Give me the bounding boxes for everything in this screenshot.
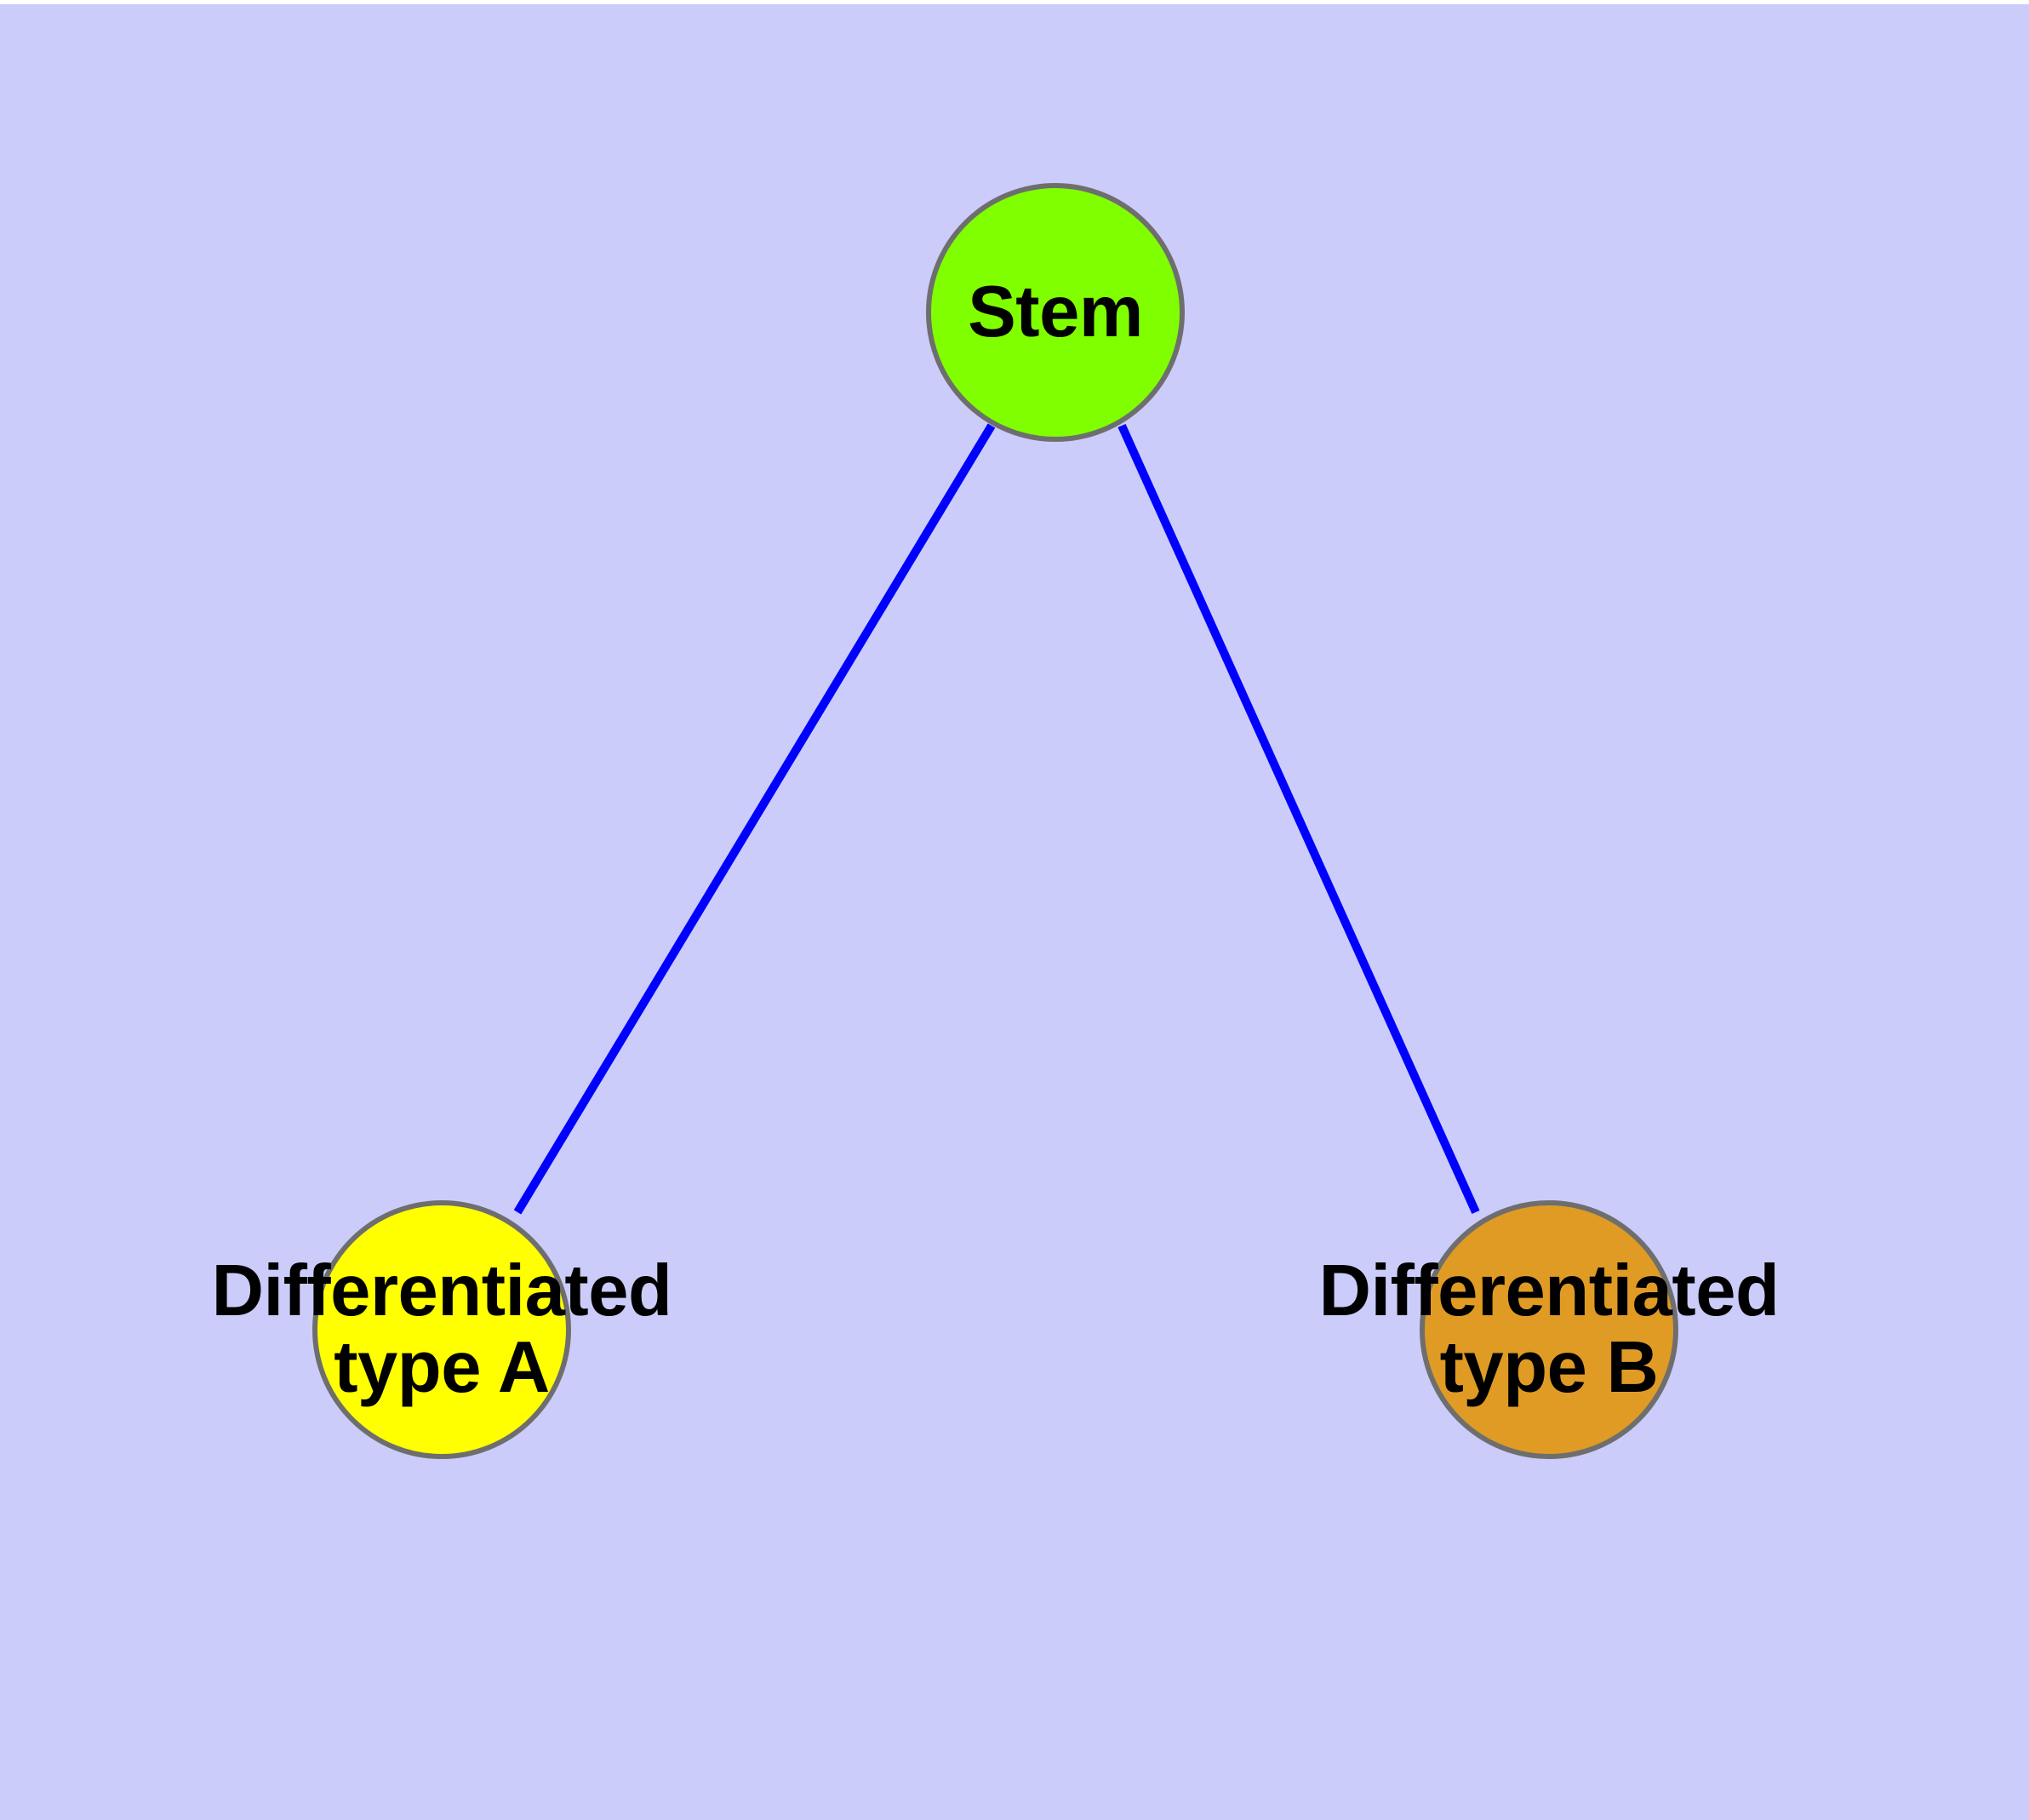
- graph-edge: [513, 423, 996, 1215]
- graph-edge: [1117, 423, 1480, 1215]
- graph-node-diff_a[interactable]: [312, 1200, 571, 1459]
- edge-layer: [513, 423, 1480, 1215]
- graph-node-diff_b[interactable]: [1420, 1200, 1678, 1459]
- graph-node-stem[interactable]: [926, 183, 1185, 442]
